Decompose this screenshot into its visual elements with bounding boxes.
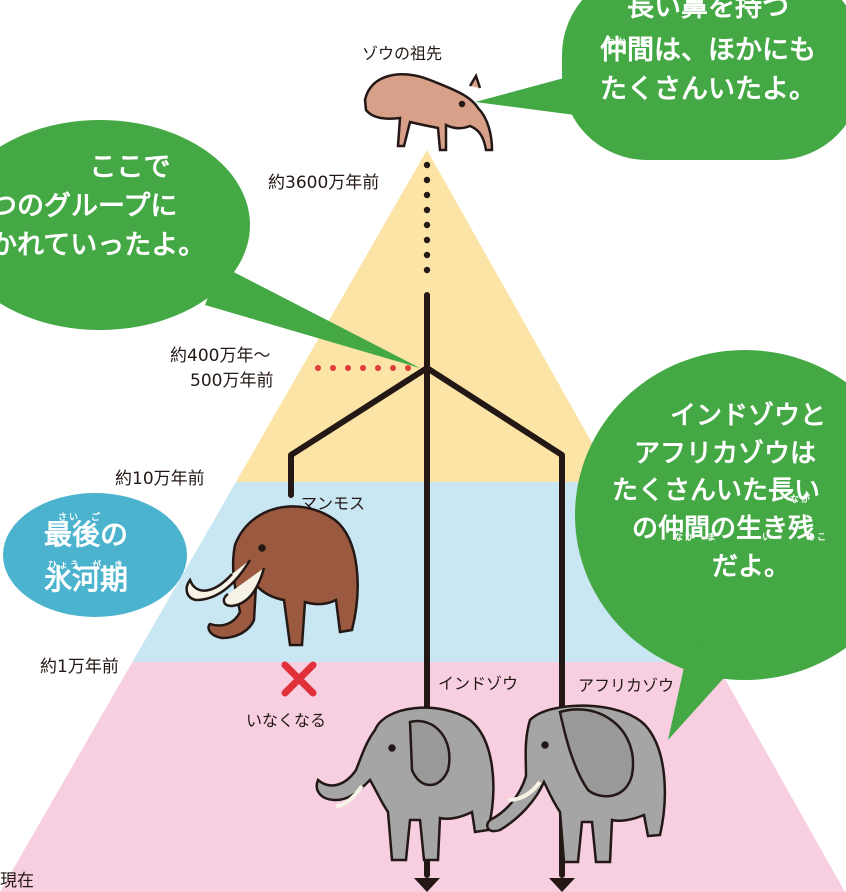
time-36m-label: 約3600万年前 xyxy=(268,173,380,193)
bubble-right-line-3: たくさんいた長い xyxy=(612,476,821,507)
time-10k-label: 約1万年前 xyxy=(40,657,119,677)
split-dotted-red xyxy=(315,365,411,371)
bubble-left-line-1: ここで xyxy=(89,152,171,183)
bubble-ice-age-line-2: 氷河期 xyxy=(44,562,129,596)
time-100k-label: 約10万年前 xyxy=(115,469,205,489)
bubble-ice-age-ruby-2: ひょう が き xyxy=(48,561,126,571)
bubble-right-line-1: インドゾウと xyxy=(670,401,827,431)
bubble-right-ruby-2: なか ま い のこ xyxy=(674,533,829,543)
bubble-left: ここで つのグループに かれていったよ。 xyxy=(0,148,230,265)
time-4m-label-a: 約400万年〜 xyxy=(170,346,271,366)
bubble-right: インドゾウと アフリカゾウは たくさんいた長い の仲間の生き残 だよ。 xyxy=(612,398,826,586)
bubble-left-line-2: つのグループに xyxy=(0,191,178,223)
bubble-top-right-ruby: なか ま xyxy=(606,38,651,48)
bubble-ice-age-shape xyxy=(3,493,187,617)
indian-elephant-icon xyxy=(315,706,495,862)
time-4m-label-b: 500万年前 xyxy=(190,371,274,391)
bubble-top-right-line-1: 長い鼻を持つ xyxy=(627,0,789,23)
ancestor-animal-icon xyxy=(363,73,494,152)
bubble-left-line-3: かれていったよ。 xyxy=(0,230,206,262)
bubble-right-line-2: アフリカゾウは xyxy=(634,438,817,469)
mammoth-label: マンモス xyxy=(301,494,366,513)
bubble-left-shape xyxy=(0,120,420,368)
bubble-top-right-shape xyxy=(475,0,846,160)
bubble-right-ruby: なが xyxy=(790,495,813,505)
bubble-top-right: 長い鼻を持つ 仲間は、ほかにも たくさんいたよ。 xyxy=(600,0,816,109)
bubble-right-line-4: の仲間の生き残 xyxy=(632,514,815,545)
mammoth-icon xyxy=(185,505,359,647)
bubble-top-right-line-2: 仲間は、ほかにも xyxy=(600,35,816,67)
ancestor-dotted-line xyxy=(423,161,431,274)
indian-elephant-label: インドゾウ xyxy=(438,674,519,693)
extinct-label: いなくなる xyxy=(246,711,327,730)
present-label: 現在 xyxy=(0,871,34,891)
bubble-right-shape xyxy=(575,350,846,740)
bubble-ice-age: 最後の 氷河期 xyxy=(44,515,128,600)
african-elephant-icon xyxy=(486,704,667,864)
ancestor-label: ゾウの祖先 xyxy=(362,44,443,63)
bubble-ice-age-ruby-1: さい ご xyxy=(58,513,103,523)
bubble-top-right-line-3: たくさんいたよ。 xyxy=(600,74,816,106)
bubble-ice-age-line-1: 最後の xyxy=(44,518,129,551)
bubble-right-line-5: だよ。 xyxy=(712,551,791,582)
african-elephant-label: アフリカゾウ xyxy=(578,676,675,695)
cross-icon xyxy=(281,661,317,697)
down-arrow-icon xyxy=(414,878,575,892)
